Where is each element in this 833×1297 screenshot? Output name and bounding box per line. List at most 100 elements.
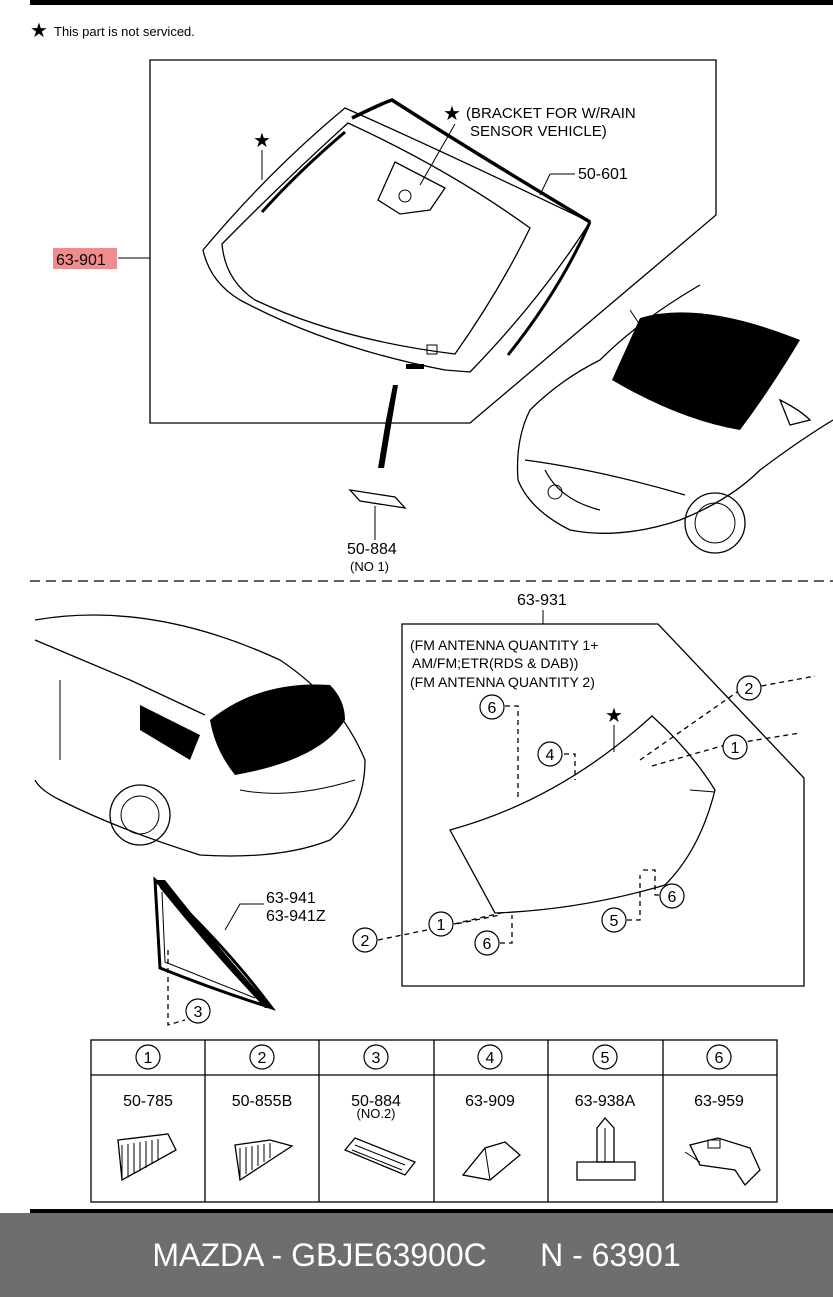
svg-text:5: 5 (610, 913, 619, 930)
svg-text:(NO.2): (NO.2) (357, 1106, 396, 1121)
bracket-note-1: (BRACKET FOR W/RAIN (466, 105, 636, 122)
rear-glass (449, 715, 716, 914)
bracket-note-2: SENSOR VEHICLE) (470, 123, 607, 140)
legend-cell-3[interactable]: 3 50-884 (NO.2) (343, 1044, 417, 1176)
svg-text:6: 6 (668, 889, 677, 906)
car-mirror (778, 398, 812, 426)
svg-text:50-785: 50-785 (123, 1093, 173, 1110)
molding-leader (539, 173, 551, 196)
rear-glass-frame (401, 623, 805, 987)
bottom-border (30, 1209, 833, 1213)
leader-6c (500, 915, 513, 944)
windshield-inner (221, 122, 531, 355)
svg-text:50-884: 50-884 (351, 1093, 401, 1110)
star-icon: ★ (253, 130, 271, 152)
quarter-glass-label-1[interactable]: 63-941 (266, 890, 316, 907)
svg-text:1: 1 (731, 740, 740, 757)
quarter-glass (153, 876, 276, 1011)
quarter-glass-label-2[interactable]: 63-941Z (266, 908, 326, 925)
legend-cell-4[interactable]: 4 63-909 (461, 1044, 522, 1181)
clip-icon (117, 1133, 177, 1182)
leader-3 (167, 950, 186, 1026)
callout-2a[interactable]: 2 (736, 675, 762, 701)
quarter-glass-group: 63-941 63-941Z 3 (153, 876, 326, 1026)
strip-left (260, 130, 346, 214)
footer-part-number: MAZDA - GBJE63900C (152, 1236, 487, 1273)
bracket-leader (419, 123, 456, 186)
callout-4[interactable]: 4 (537, 741, 563, 767)
molding-top (351, 98, 591, 224)
pad-icon (343, 1137, 417, 1176)
callout-6c[interactable]: 6 (474, 930, 500, 956)
rear-glass-label[interactable]: 63-931 (517, 592, 567, 609)
svg-text:3: 3 (194, 1004, 203, 1021)
windshield-glass (202, 107, 591, 373)
wedge-icon (461, 1141, 522, 1181)
star-icon: ★ (605, 705, 623, 727)
svg-text:2: 2 (361, 933, 370, 950)
molding-label: 50-601 (578, 166, 628, 183)
svg-text:1: 1 (437, 917, 446, 934)
windshield-group: ★ ★ (BRACKET FOR W/RAIN SENSOR VEHICLE) … (53, 59, 717, 574)
svg-text:1: 1 (144, 1050, 153, 1067)
svg-text:6: 6 (715, 1050, 724, 1067)
car-body-outline (516, 284, 833, 534)
legend-cell-1[interactable]: 1 50-785 (117, 1044, 177, 1182)
fastener-shape (348, 489, 407, 509)
svg-text:5: 5 (601, 1050, 610, 1067)
rear-note-3: (FM ANTENNA QUANTITY 2) (410, 674, 595, 690)
windshield-frame (149, 59, 717, 424)
rear-wheel (109, 784, 171, 846)
roof-rail (34, 639, 206, 716)
rear-glass-group: 63-931 (FM ANTENNA QUANTITY 1+ AM/FM;ETR… (352, 592, 816, 987)
callout-6a[interactable]: 6 (479, 694, 505, 720)
legend-cell-2[interactable]: 2 50-855B (232, 1044, 294, 1182)
callout-3[interactable]: 3 (185, 998, 211, 1024)
side-window (140, 705, 200, 760)
rear-wheel-inner (120, 795, 160, 835)
stud-base-icon (576, 1161, 636, 1181)
footer-spacer (487, 1237, 540, 1274)
svg-text:4: 4 (546, 747, 555, 764)
glass-edge-mark (689, 789, 716, 793)
fastener-pad (406, 364, 424, 369)
leader-6b (643, 869, 660, 896)
quarter-glass-leader (224, 903, 264, 931)
car-wheel (684, 492, 746, 554)
main-part-label[interactable]: 63-901 (56, 252, 106, 269)
callout-6b[interactable]: 6 (659, 883, 685, 909)
callout-1a[interactable]: 1 (722, 734, 748, 760)
quarter-glass-edge (157, 880, 272, 1008)
front-car-sketch (516, 284, 833, 554)
legend-cell-5[interactable]: 5 63-938A (575, 1044, 636, 1181)
callout-5[interactable]: 5 (601, 907, 627, 933)
bracket-icon (689, 1137, 761, 1187)
sensor-circle (398, 189, 412, 203)
legend-table: 1 50-785 2 50-855B 3 50-884 (NO.2) 4 63-… (90, 1039, 778, 1203)
rear-note-1: (FM ANTENNA QUANTITY 1+ (410, 637, 598, 653)
svg-text:2: 2 (258, 1050, 267, 1067)
leader-5 (627, 875, 641, 921)
rear-window (210, 684, 345, 775)
star-icon: ★ (30, 20, 48, 42)
fastener-strip (378, 385, 398, 468)
svg-text:4: 4 (486, 1050, 495, 1067)
leader-4 (564, 753, 576, 780)
svg-text:63-909: 63-909 (465, 1093, 515, 1110)
leader-2b (377, 914, 501, 941)
svg-text:50-855B: 50-855B (232, 1093, 293, 1110)
callout-1b[interactable]: 1 (428, 911, 454, 937)
vin-window (426, 344, 438, 355)
svg-text:6: 6 (488, 700, 497, 717)
notice-text: This part is not serviced. (54, 24, 195, 39)
star-icon: ★ (443, 103, 461, 125)
car-wheel-inner (694, 502, 736, 544)
footer-bar: MAZDA - GBJE63900C N - 63901 (0, 1213, 833, 1297)
legend-cell-6[interactable]: 6 63-959 (684, 1044, 761, 1187)
callout-2b[interactable]: 2 (352, 927, 378, 953)
spacer-icon (234, 1139, 294, 1182)
rear-note-2: AM/FM;ETR(RDS & DAB)) (412, 655, 578, 671)
svg-text:6: 6 (483, 936, 492, 953)
fastener-label[interactable]: 50-884 (347, 541, 397, 558)
